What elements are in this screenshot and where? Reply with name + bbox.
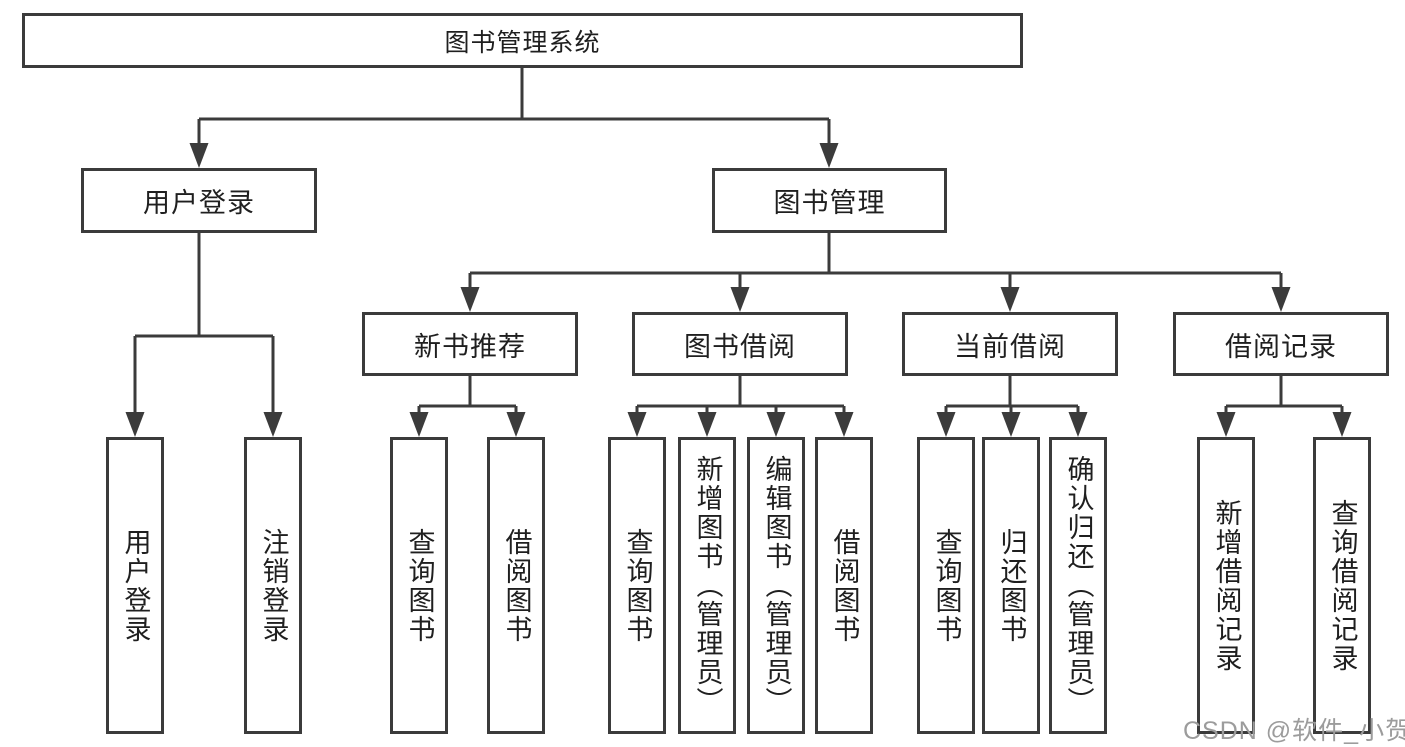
arrow-down — [189, 143, 209, 168]
csdn-watermark: CSDN @软件_小贺同学 — [1183, 717, 1405, 745]
connector-new-book-recommend-to-children — [409, 376, 526, 437]
node-logout-leaf: 注销登录 — [244, 437, 302, 734]
arrow-down — [834, 412, 854, 437]
arrow-down — [125, 412, 145, 437]
arrow-down — [1001, 412, 1021, 437]
node-book-management-branch: 图书管理 — [712, 168, 947, 233]
node-return-book: 归还图书 — [982, 437, 1040, 734]
arrow-down — [697, 412, 717, 437]
arrow-down — [1332, 412, 1352, 437]
node-user-login-leaf: 用户登录 — [106, 437, 164, 734]
node-confirm-return-admin: 确认归还（管理员） — [1049, 437, 1107, 734]
connector-book-management-to-level3 — [460, 233, 1291, 312]
arrow-down — [1271, 287, 1291, 312]
arrow-down — [627, 412, 647, 437]
node-borrow-book-leaf: 借阅图书 — [815, 437, 873, 734]
node-user-login-branch: 用户登录 — [81, 168, 317, 233]
arrow-down — [819, 143, 839, 168]
connector-borrow-records-to-children — [1216, 376, 1352, 437]
node-edit-book-admin: 编辑图书（管理员） — [747, 437, 805, 734]
arrow-down — [766, 412, 786, 437]
node-query-book-recommend: 查询图书 — [390, 437, 448, 734]
connector-root-to-level2 — [189, 68, 839, 168]
connector-user-login-to-children — [125, 233, 283, 437]
arrow-down — [1000, 287, 1020, 312]
arrow-down — [1216, 412, 1236, 437]
arrow-down — [506, 412, 526, 437]
arrow-down — [730, 287, 750, 312]
arrow-down — [1068, 412, 1088, 437]
node-borrow-book-recommend: 借阅图书 — [487, 437, 545, 734]
connector-book-borrow-to-children — [627, 376, 854, 437]
node-add-book-admin: 新增图书（管理员） — [678, 437, 736, 734]
node-book-borrow: 图书借阅 — [632, 312, 848, 376]
arrow-down — [409, 412, 429, 437]
node-query-book-borrow: 查询图书 — [608, 437, 666, 734]
arrow-down — [460, 287, 480, 312]
connector-current-borrow-to-children — [936, 376, 1088, 437]
node-borrow-records: 借阅记录 — [1173, 312, 1389, 376]
node-new-book-recommend: 新书推荐 — [362, 312, 578, 376]
node-current-borrow: 当前借阅 — [902, 312, 1118, 376]
node-query-book-current: 查询图书 — [917, 437, 975, 734]
node-root-library-system: 图书管理系统 — [22, 13, 1023, 68]
node-query-borrow-record: 查询借阅记录 — [1313, 437, 1371, 734]
arrow-down — [936, 412, 956, 437]
arrow-down — [263, 412, 283, 437]
node-add-borrow-record: 新增借阅记录 — [1197, 437, 1255, 734]
